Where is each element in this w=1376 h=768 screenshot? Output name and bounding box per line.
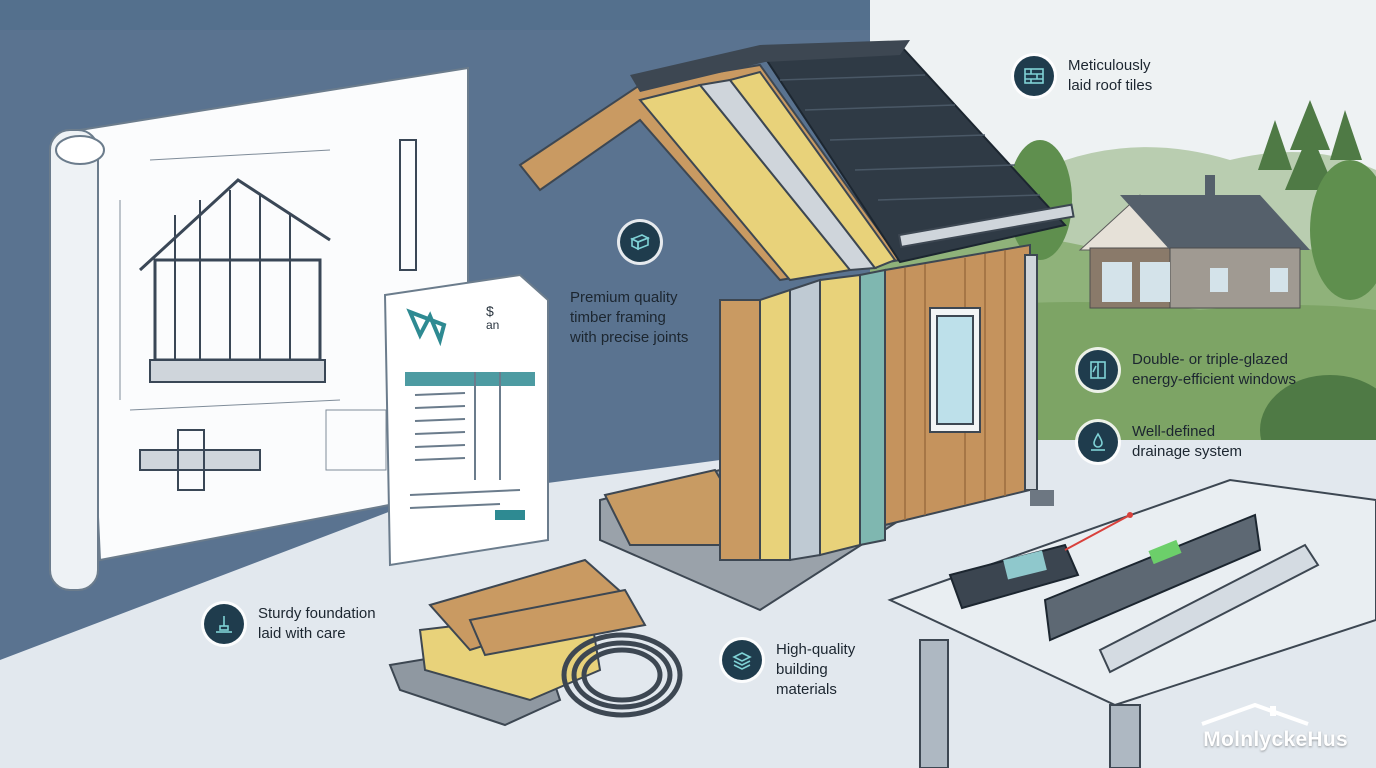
roof-tiles-icon: [1014, 56, 1054, 96]
callout-materials: High-quality building materials: [722, 640, 855, 700]
timber-callout-line1: Premium quality: [570, 289, 678, 306]
callout-foundation: Sturdy foundation laid with care: [204, 604, 376, 644]
invoice-currency-label: an: [486, 318, 500, 332]
callout-drainage: Well-defined drainage system: [1078, 422, 1242, 462]
callout-roof-tiles: Meticulously laid roof tiles: [1014, 56, 1152, 96]
foundation-callout-line2: laid with care: [258, 625, 346, 642]
roof-callout-line2: laid roof tiles: [1068, 77, 1153, 94]
cable-coil: [561, 632, 683, 718]
materials-callout-line2: building: [776, 661, 828, 678]
invoice-document: [383, 273, 549, 567]
water-drop-icon: [1078, 422, 1118, 462]
drainage-callout-line2: drainage system: [1132, 443, 1243, 460]
timber-beam-icon: [620, 222, 660, 262]
callout-timber-icon-wrap: [620, 222, 660, 262]
timber-callout-line2: timber framing: [570, 309, 666, 326]
roof-callout-line1: Meticulously: [1068, 57, 1151, 74]
layers-icon: [722, 640, 762, 680]
window-icon: [1078, 350, 1118, 390]
windows-callout-line1: Double- or triple-glazed: [1132, 351, 1288, 368]
brand-logo: MolnlyckeHus: [1203, 728, 1348, 751]
timber-callout-line3: with precise joints: [570, 329, 689, 346]
materials-callout-line1: High-quality: [776, 641, 856, 658]
materials-callout-line3: materials: [776, 681, 837, 698]
material-stack: [388, 558, 647, 727]
windows-callout-line2: energy-efficient windows: [1132, 371, 1296, 388]
foundation-icon: [204, 604, 244, 644]
background-house: [1078, 175, 1310, 309]
blueprint-drawing: [49, 66, 469, 591]
invoice-currency: $ an: [486, 304, 499, 332]
laser-measure-tool: [948, 512, 1133, 610]
callout-windows: Double- or triple-glazed energy-efficien…: [1078, 350, 1296, 390]
foundation-callout-line1: Sturdy foundation: [258, 605, 376, 622]
drainage-callout-line1: Well-defined: [1132, 423, 1216, 440]
invoice-currency-symbol: $: [486, 303, 494, 319]
house-roof-icon: [1201, 702, 1309, 726]
callout-timber-text: Premium quality timber framing with prec…: [570, 288, 688, 348]
spirit-level-tool: [1043, 513, 1262, 642]
